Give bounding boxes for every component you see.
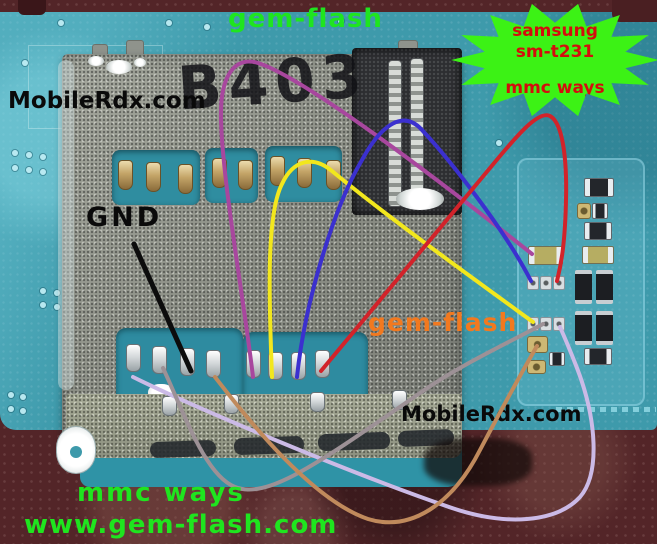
connector-pin-4 (206, 350, 221, 378)
starburst-line-1: samsung (512, 21, 598, 42)
gold-test-pad (527, 360, 546, 374)
via-dot (54, 304, 60, 310)
via-dot (20, 394, 26, 400)
smd-resistor (528, 246, 563, 265)
via-dot (54, 290, 60, 296)
test-pad (540, 317, 552, 331)
starburst-line-2: sm-t231 (515, 42, 595, 63)
connector-pin-2 (152, 346, 167, 374)
smd-capacitor (584, 348, 612, 365)
via-dot (26, 167, 32, 173)
gold-pin (238, 160, 253, 190)
metal-contact-strip (410, 58, 424, 202)
test-pad (527, 276, 539, 290)
connector-foot (224, 394, 239, 414)
via-dot (40, 288, 46, 294)
via-dot (204, 24, 210, 30)
test-pad (540, 276, 552, 290)
via-dot (26, 152, 32, 158)
watermark-top-left: MobileRdx.com (8, 88, 206, 114)
gold-pin (270, 156, 285, 186)
smd-ic (596, 311, 613, 345)
via-dot (40, 154, 46, 160)
shield-glint (58, 60, 74, 390)
smd-part (592, 203, 608, 219)
connector-pin-6 (268, 352, 283, 380)
connector-pin-8 (315, 350, 330, 378)
solder-blob (396, 188, 444, 210)
connector-foot (310, 392, 325, 412)
brand-label-middle: gem-flash (368, 308, 518, 337)
mmc-ways-label: mmc ways (77, 478, 245, 508)
gold-pin (212, 158, 227, 188)
test-pad (553, 317, 565, 331)
smd-part (549, 352, 565, 366)
smd-capacitor (584, 178, 614, 197)
connector-slot (149, 439, 217, 459)
via-dash-row (556, 407, 656, 412)
smd-ic (575, 311, 592, 345)
watermark-bottom-right: MobileRdx.com (401, 402, 582, 426)
gold-pin (326, 160, 341, 190)
connector-shadow (424, 438, 532, 486)
starburst-line-3: mmc ways (505, 77, 605, 98)
connector-slot (317, 431, 391, 452)
via-dot (12, 165, 18, 171)
smd-ic (596, 270, 613, 304)
test-pad (553, 276, 565, 290)
via-dot (22, 60, 28, 66)
via-dot (58, 20, 64, 26)
via-dot (496, 140, 502, 146)
gold-pin (297, 158, 312, 188)
connector-pin-3 (180, 348, 195, 376)
connector-pin-5 (246, 350, 261, 378)
screw-hole (70, 446, 82, 458)
solder-blob (106, 60, 132, 74)
solder-blob (134, 58, 146, 67)
gold-pin (118, 160, 133, 190)
via-dot (338, 18, 344, 24)
test-pad (527, 317, 539, 331)
gold-pin (178, 164, 193, 194)
smd-capacitor (584, 222, 612, 240)
smd-part (577, 203, 591, 219)
via-dot (166, 20, 172, 26)
connector-pin-7 (291, 352, 306, 380)
site-url-label: www.gem-flash.com (24, 510, 338, 540)
via-dot (40, 302, 46, 308)
connector-slot (233, 435, 305, 456)
via-dot (8, 406, 14, 412)
connector-pin-1 (126, 344, 141, 372)
smd-resistor (582, 246, 614, 264)
connector-foot (162, 396, 177, 416)
via-dot (40, 169, 46, 175)
via-dot (20, 408, 26, 414)
gnd-label: GND (86, 202, 163, 233)
smd-ic (575, 270, 592, 304)
via-dot (8, 392, 14, 398)
background-corner (612, 0, 657, 22)
solder-blob (88, 56, 104, 66)
gold-test-pad (527, 336, 548, 353)
brand-label-top: gem-flash (228, 4, 383, 34)
gold-pin (146, 162, 161, 192)
via-dot (12, 150, 18, 156)
background-notch (18, 0, 46, 15)
metal-contact-strip (388, 60, 402, 207)
